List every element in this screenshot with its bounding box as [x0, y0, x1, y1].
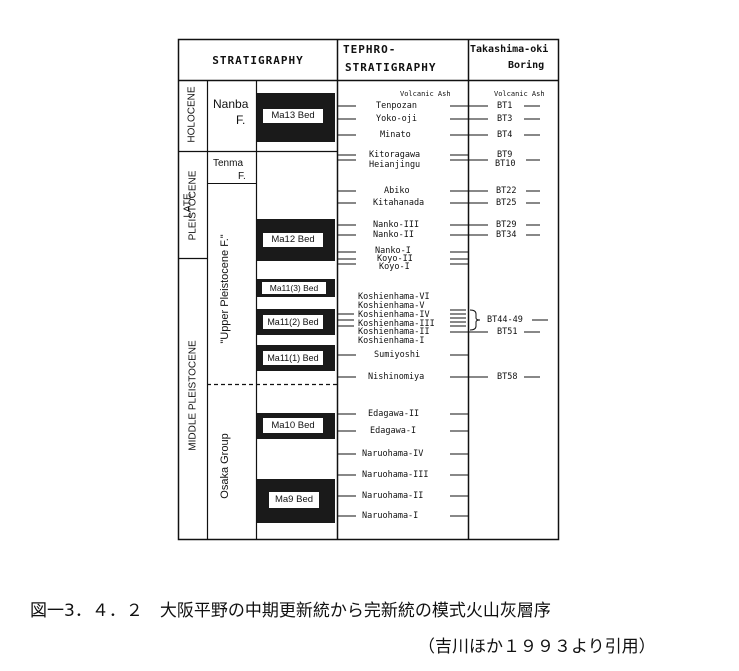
- header-boring-line2: Boring: [508, 60, 545, 71]
- boring-item: BT29: [496, 220, 517, 230]
- bed-ma11-3-label: Ma11(3) Bed: [262, 282, 326, 294]
- boring-ticks: [468, 105, 548, 378]
- boring-item: BT1: [497, 101, 513, 111]
- tephra-item: Koyo-I: [379, 262, 410, 272]
- tephra-item: Tenpozan: [376, 101, 417, 111]
- bed-ma12-label: Ma12 Bed: [263, 233, 323, 247]
- tephra-item: Abiko: [384, 186, 410, 196]
- tephro-left-ticks: [337, 105, 356, 517]
- bed-ma11-2: Ma11(2) Bed: [257, 309, 335, 335]
- tephra-item: Nanko-I: [375, 246, 411, 256]
- bed-ma10-label: Ma10 Bed: [263, 418, 323, 433]
- formation-nanba-f: F.: [236, 113, 246, 127]
- tephra-item: Koshienhama-I: [358, 336, 425, 346]
- bed-ma11-2-label: Ma11(2) Bed: [263, 315, 323, 329]
- boring-item: BT4: [497, 130, 513, 140]
- tephra-item: Edagawa-I: [370, 426, 417, 436]
- epoch-pleistocene: PLEISTOCENE: [187, 170, 199, 241]
- bed-ma12: Ma12 Bed: [257, 219, 335, 261]
- boring-item: BT9: [497, 150, 513, 160]
- tephra-item: Naruohama-I: [362, 511, 419, 521]
- tephra-item: Kitoragawa: [369, 150, 421, 160]
- bed-ma9: Ma9 Bed: [257, 479, 335, 523]
- boring-item: BT44-49: [487, 315, 523, 325]
- frame-outline: [177, 38, 560, 541]
- tephra-item: Minato: [380, 130, 411, 140]
- boring-item: BT3: [497, 114, 513, 124]
- tephra-item: Koshienhama-II: [358, 327, 430, 337]
- boring-volcanic-ash-label: Volcanic Ash: [494, 90, 545, 98]
- tephra-item: Koshienhama-VI: [358, 292, 430, 302]
- epoch-middle-pleistocene: MIDDLE PLEISTOCENE: [187, 340, 199, 451]
- tephra-item: Nanko-II: [373, 230, 414, 240]
- formation-tenma-f: F.: [238, 171, 246, 182]
- boring-item: BT58: [497, 372, 518, 382]
- bed-ma10: Ma10 Bed: [257, 413, 335, 439]
- tephro-right-ticks: [450, 105, 468, 517]
- tephra-item: Naruohama-IV: [362, 449, 424, 459]
- header-stratigraphy: STRATIGRAPHY: [212, 54, 304, 67]
- bed-ma11-1: Ma11(1) Bed: [257, 345, 335, 371]
- tephra-item: Naruohama-III: [362, 470, 429, 480]
- bed-ma11-3: Ma11(3) Bed: [257, 279, 335, 297]
- tephra-item: Naruohama-II: [362, 491, 424, 501]
- header-tephro-line2: STRATIGRAPHY: [345, 61, 437, 74]
- formation-tenma: Tenma: [213, 158, 244, 169]
- bt44-brace: [469, 309, 481, 331]
- tephra-item: Edagawa-II: [368, 409, 420, 419]
- tephra-item: Koshienhama-IV: [358, 310, 430, 320]
- tephra-item: Sumiyoshi: [374, 350, 421, 360]
- formation-nanba: Nanba: [213, 97, 249, 111]
- boring-item: BT22: [496, 186, 517, 196]
- tephra-item: Yoko-oji: [376, 114, 417, 124]
- boring-item: BT10: [495, 159, 516, 169]
- epoch-holocene: HOLOCENE: [186, 86, 198, 143]
- tephra-item: Nanko-III: [373, 220, 420, 230]
- boring-item: BT51: [497, 327, 518, 337]
- tephra-item: Koshienhama-III: [358, 319, 435, 329]
- header-boring-line1: Takashima-oki: [470, 44, 549, 55]
- figure-caption: 図一3．４．２ 大阪平野の中期更新統から完新統の模式火山灰層序: [30, 601, 551, 621]
- tephra-item: Koshienhama-V: [358, 301, 425, 311]
- bed-ma11-1-label: Ma11(1) Bed: [263, 351, 323, 365]
- boring-item: BT34: [496, 230, 517, 240]
- tephra-item: Koyo-II: [377, 254, 413, 264]
- tephra-item: Nishinomiya: [368, 372, 425, 382]
- bed-ma9-label: Ma9 Bed: [269, 492, 319, 508]
- formation-upper-pleistocene: "Upper Pleistocene F.": [219, 234, 231, 344]
- bed-ma13-label: Ma13 Bed: [263, 109, 323, 123]
- header-tephro-line1: TEPHRO-: [343, 43, 397, 56]
- tephro-volcanic-ash-label: Volcanic Ash: [400, 90, 451, 98]
- tephra-item: Heianjingu: [369, 160, 421, 170]
- diagram-grid: [177, 38, 560, 541]
- tephra-item: Kitahanada: [373, 198, 425, 208]
- bed-ma13: Ma13 Bed: [257, 93, 335, 142]
- figure-caption-source: （吉川ほか１９９３より引用）: [418, 637, 656, 657]
- boring-item: BT25: [496, 198, 517, 208]
- formation-osaka-group: Osaka Group: [219, 433, 231, 499]
